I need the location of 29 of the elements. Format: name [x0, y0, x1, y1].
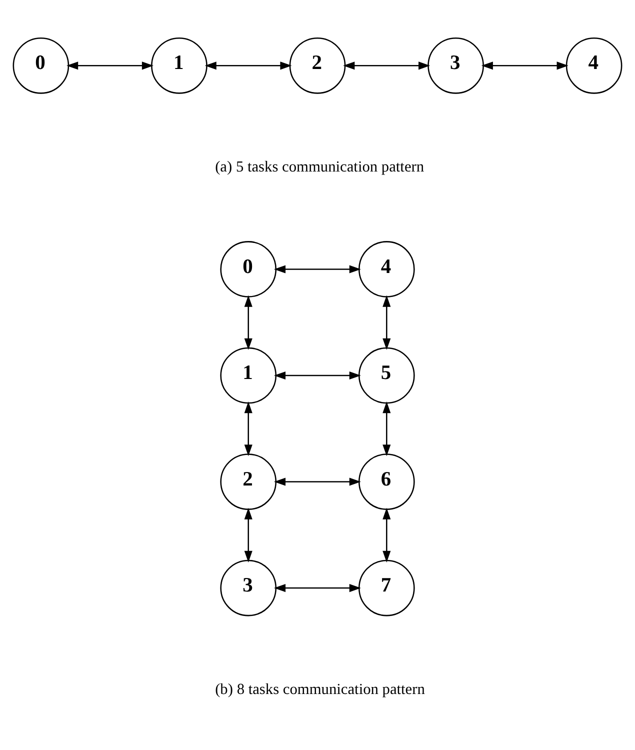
node-circle: 6	[358, 453, 415, 510]
arrow	[274, 264, 361, 273]
node-circle: 0	[12, 36, 70, 94]
node-circle: 4	[358, 240, 415, 297]
label: (b) 8 tasks communication pattern	[215, 680, 425, 698]
arrow	[481, 61, 568, 70]
arrow	[244, 507, 252, 562]
arrow	[274, 584, 361, 592]
arrow	[274, 370, 361, 380]
node-circle: 5	[358, 346, 415, 404]
node-circle: 0	[220, 240, 277, 297]
node-circle: 4	[566, 36, 622, 94]
node-circle: 7	[358, 559, 415, 616]
arrow	[382, 507, 391, 562]
node-circle: 1	[220, 346, 277, 404]
arrow	[274, 477, 361, 486]
node-circle: 2	[289, 36, 346, 94]
arrow	[244, 401, 252, 456]
node-circle: 1	[151, 36, 208, 94]
node-circle: 3	[220, 559, 277, 616]
node-circle: 3	[428, 36, 484, 94]
arrow	[382, 294, 391, 350]
arrow	[66, 61, 154, 70]
arrow	[343, 61, 430, 70]
arrow	[382, 401, 391, 456]
node-circle: 2	[220, 453, 277, 510]
arrow	[244, 294, 252, 350]
arrow	[204, 61, 292, 70]
label: (a) 5 tasks communication pattern	[215, 158, 424, 175]
